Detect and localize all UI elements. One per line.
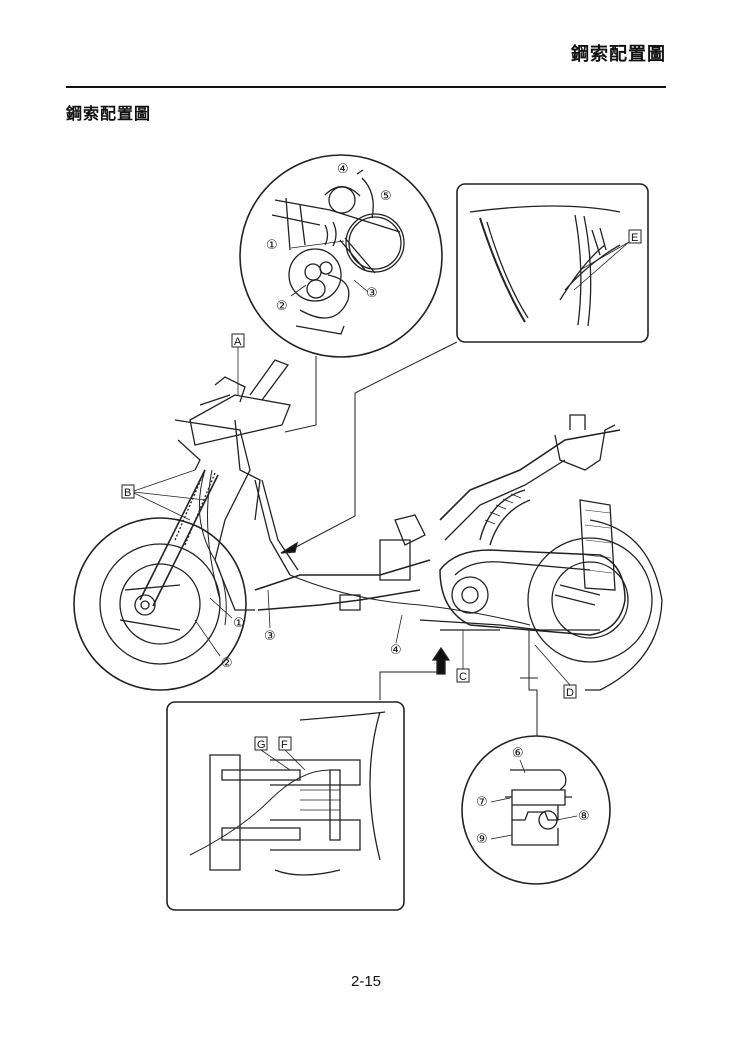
callout-2-top: ② bbox=[276, 299, 288, 314]
detail-box-top-right bbox=[456, 183, 649, 343]
callout-6: ⑥ bbox=[512, 746, 524, 761]
label-A: A bbox=[234, 336, 242, 348]
scooter-main-drawing bbox=[73, 359, 663, 691]
detail-circle-bottom-right bbox=[461, 735, 611, 885]
header-rule bbox=[66, 86, 666, 88]
detail-top-labels: ④ ⑤ ① ③ ② bbox=[266, 162, 392, 314]
page-number: 2-15 bbox=[350, 973, 382, 990]
callout-7: ⑦ bbox=[476, 795, 488, 810]
callout-2-main: ② bbox=[221, 656, 233, 671]
detail-circle-top bbox=[239, 154, 443, 358]
detail-box-bottom-left bbox=[166, 701, 405, 911]
callout-1-main: ① bbox=[233, 616, 245, 631]
label-G: G bbox=[257, 739, 266, 751]
label-E: E bbox=[631, 232, 638, 244]
callout-5-top: ⑤ bbox=[380, 189, 392, 204]
label-D: D bbox=[566, 687, 574, 699]
label-B: B bbox=[124, 487, 131, 499]
callout-9: ⑨ bbox=[476, 832, 488, 847]
callout-3-main: ③ bbox=[264, 629, 276, 644]
callout-4-top: ④ bbox=[337, 162, 349, 177]
callout-1-top: ① bbox=[266, 238, 278, 253]
header-title: 鋼索配置圖 bbox=[571, 44, 666, 65]
callout-4-main: ④ bbox=[390, 643, 402, 658]
section-title: 鋼索配置圖 bbox=[66, 104, 152, 123]
callout-8: ⑧ bbox=[578, 809, 590, 824]
label-F: F bbox=[281, 739, 288, 751]
label-C: C bbox=[459, 671, 467, 683]
callout-3-top: ③ bbox=[366, 286, 378, 301]
